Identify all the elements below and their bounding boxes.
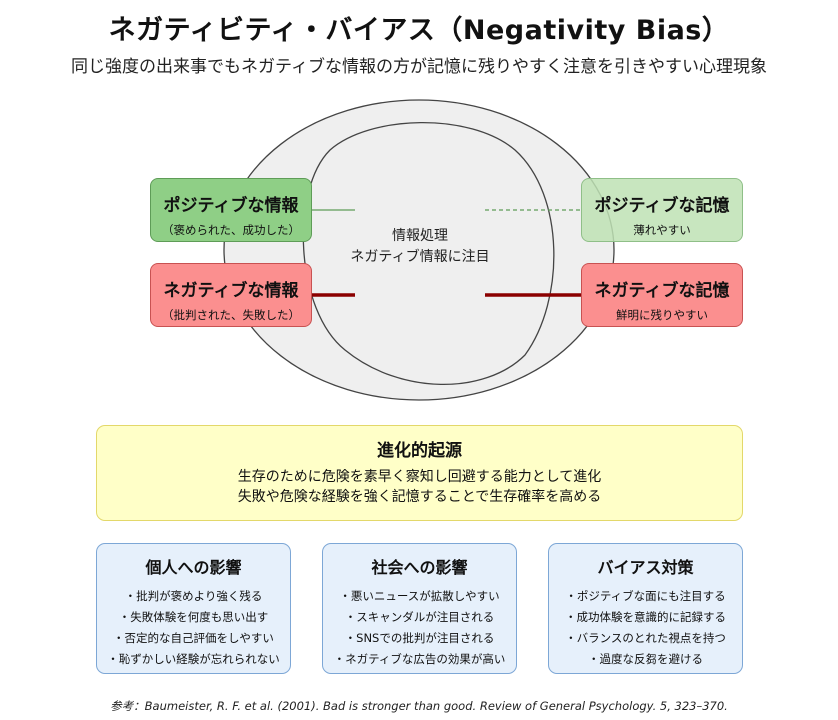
info-processing-desc: ネガティブ情報に注目 — [350, 249, 490, 265]
negative-info-title: ネガティブな情報 — [163, 281, 299, 301]
card-item: ・失敗体験を何度も思い出す — [118, 610, 269, 624]
evolution-title: 進化的起源 — [377, 441, 462, 461]
card-title: バイアス対策 — [597, 558, 694, 577]
info-processing-title: 情報処理 — [392, 228, 448, 244]
positive-info-box: ポジティブな情報 （褒められた、成功した） — [150, 178, 312, 242]
info-processing-label: 情報処理 ネガティブ情報に注目 — [330, 226, 510, 268]
card-item: ・スキャンダルが注目される — [344, 610, 495, 624]
evolution-line-2: 失敗や危険な経験を強く記憶することで生存確率を高める — [237, 489, 602, 505]
negative-info-box: ネガティブな情報 （批判された、失敗した） — [150, 263, 312, 327]
positive-info-sub: （褒められた、成功した） — [162, 223, 300, 237]
card-social-impact: 社会への影響 ・悪いニュースが拡散しやすい ・スキャンダルが注目される ・SNS… — [322, 543, 517, 674]
diagram-subtitle: 同じ強度の出来事でもネガティブな情報の方が記憶に残りやすく注意を引きやすい心理現… — [71, 57, 767, 77]
evolution-line-1: 生存のために危険を素早く察知し回避する能力として進化 — [237, 469, 602, 485]
card-item: ・ポジティブな面にも注目する — [565, 589, 726, 603]
diagram-title: ネガティビティ・バイアス（Negativity Bias） — [108, 15, 730, 46]
negative-info-sub: （批判された、失敗した） — [162, 308, 300, 322]
card-title: 個人への影響 — [145, 558, 242, 577]
positive-memory-sub: 薄れやすい — [633, 223, 691, 237]
positive-memory-box: ポジティブな記憶 薄れやすい — [581, 178, 743, 242]
card-item: ・SNSでの批判が注目される — [344, 631, 495, 645]
card-bias-countermeasures: バイアス対策 ・ポジティブな面にも注目する ・成功体験を意識的に記録する ・バラ… — [548, 543, 743, 674]
card-item: ・批判が褒めより強く残る — [124, 589, 263, 603]
evolution-box: 進化的起源 生存のために危険を素早く察知し回避する能力として進化 失敗や危険な経… — [96, 425, 743, 521]
positive-memory-title: ポジティブな記憶 — [594, 196, 730, 216]
card-item: ・悪いニュースが拡散しやすい — [339, 589, 500, 603]
card-item: ・バランスのとれた視点を持つ — [565, 631, 726, 645]
card-item: ・成功体験を意識的に記録する — [565, 610, 726, 624]
positive-info-title: ポジティブな情報 — [163, 196, 299, 216]
negative-memory-box: ネガティブな記憶 鮮明に残りやすい — [581, 263, 743, 327]
card-item: ・過度な反芻を避ける — [588, 652, 703, 666]
card-item: ・否定的な自己評価をしやすい — [113, 631, 274, 645]
card-item: ・ネガティブな広告の効果が高い — [333, 652, 506, 666]
negative-memory-title: ネガティブな記憶 — [594, 281, 730, 301]
reference-citation: 参考：Baumeister, R. F. et al. (2001). Bad … — [110, 699, 728, 713]
card-title: 社会への影響 — [371, 558, 468, 577]
card-personal-impact: 個人への影響 ・批判が褒めより強く残る ・失敗体験を何度も思い出す ・否定的な自… — [96, 543, 291, 674]
card-item: ・恥ずかしい経験が忘れられない — [107, 652, 280, 666]
negative-memory-sub: 鮮明に残りやすい — [616, 308, 708, 322]
